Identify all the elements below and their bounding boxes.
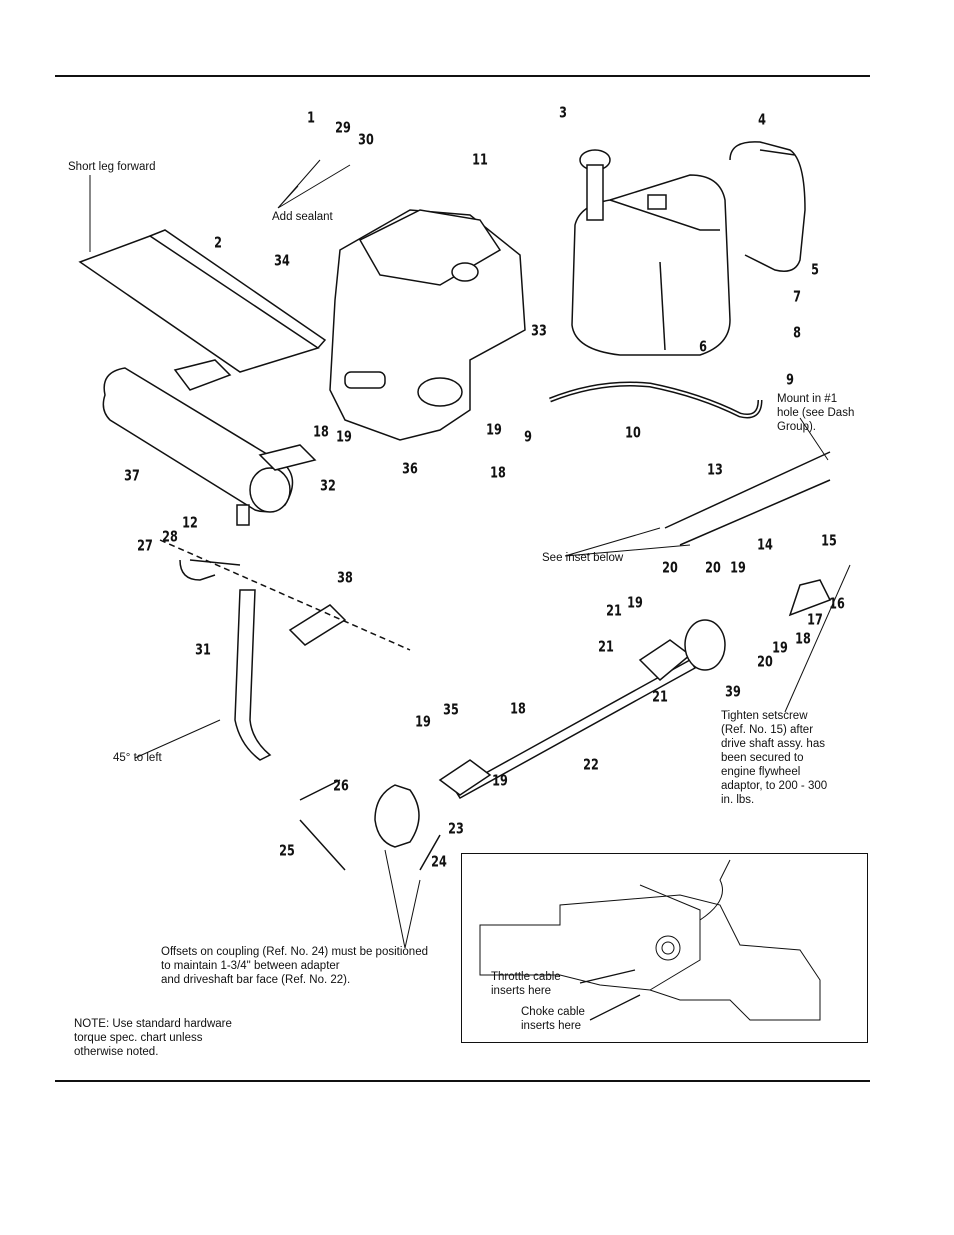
engine xyxy=(329,209,526,441)
bracket xyxy=(288,604,347,646)
callout: 34 xyxy=(274,251,290,270)
callout: 18 xyxy=(510,699,526,718)
callout: 29 xyxy=(335,118,351,137)
callout: 19 xyxy=(415,712,431,731)
callout: 11 xyxy=(472,150,488,169)
callout: 7 xyxy=(793,287,801,306)
note-add-sealant: Add sealant xyxy=(272,211,333,223)
tank-strap xyxy=(729,141,806,272)
callout: 9 xyxy=(786,370,794,389)
inset-panel xyxy=(461,853,868,1043)
callout: 24 xyxy=(431,852,447,871)
callout: 32 xyxy=(320,476,336,495)
callout: 10 xyxy=(625,423,641,442)
note-choke-cable: Choke cable inserts here xyxy=(521,1006,585,1032)
note-see-inset: See inset below xyxy=(542,552,624,564)
callout: 3 xyxy=(559,103,567,122)
callout: 18 xyxy=(795,629,811,648)
callout: 16 xyxy=(829,594,845,613)
callout: 18 xyxy=(490,463,506,482)
throttle-cable xyxy=(664,451,831,529)
callout: 17 xyxy=(807,610,823,629)
callout: 13 xyxy=(707,460,723,479)
callout: 26 xyxy=(333,776,349,795)
callout: 5 xyxy=(811,260,819,279)
callout: 19 xyxy=(486,420,502,439)
callout: 1 xyxy=(307,108,315,127)
choke-cable xyxy=(679,479,831,546)
callout: 19 xyxy=(772,638,788,657)
callout: 9 xyxy=(524,427,532,446)
callout: 31 xyxy=(195,640,211,659)
note-mount: Mount in #1 hole (see Dash Group). xyxy=(777,393,855,433)
callout: 25 xyxy=(279,841,295,860)
callout: 12 xyxy=(182,513,198,532)
fuel-tank xyxy=(571,174,731,356)
callout: 23 xyxy=(448,819,464,838)
drive-shaft xyxy=(453,658,697,800)
callout: 21 xyxy=(652,687,668,706)
muffler xyxy=(102,359,317,526)
callout: 19 xyxy=(730,558,746,577)
callout: 14 xyxy=(757,535,773,554)
callout: 2 xyxy=(214,233,222,252)
note-offsets: Offsets on coupling (Ref. No. 24) must b… xyxy=(161,946,428,986)
callout: 6 xyxy=(699,337,707,356)
callout: 37 xyxy=(124,466,140,485)
callout: 39 xyxy=(725,682,741,701)
bottom-rule xyxy=(55,1080,870,1082)
callout: 8 xyxy=(793,323,801,342)
note-torque: NOTE: Use standard hardware torque spec.… xyxy=(74,1018,232,1058)
callout: 33 xyxy=(531,321,547,340)
callout: 30 xyxy=(358,130,374,149)
callout: 4 xyxy=(758,110,766,129)
callout: 20 xyxy=(662,558,678,577)
callout: 36 xyxy=(402,459,418,478)
inset-drawing xyxy=(479,859,821,1021)
fuel-cap xyxy=(579,149,611,221)
note-throttle-cable: Throttle cable inserts here xyxy=(491,971,561,997)
callout: 28 xyxy=(162,527,178,546)
coupling xyxy=(374,784,420,848)
callout: 38 xyxy=(337,568,353,587)
callout: 27 xyxy=(137,536,153,555)
callout: 21 xyxy=(606,601,622,620)
callout: 21 xyxy=(598,637,614,656)
note-45-degrees: 45° to left xyxy=(113,752,162,764)
fuel-line xyxy=(549,381,763,419)
note-short-leg: Short leg forward xyxy=(68,161,156,173)
callout: 20 xyxy=(705,558,721,577)
callout: 20 xyxy=(757,652,773,671)
callout: 19 xyxy=(492,771,508,790)
callout: 22 xyxy=(583,755,599,774)
exhaust-pipe xyxy=(234,589,272,761)
flywheel-adaptor xyxy=(684,619,726,671)
callout: 19 xyxy=(627,593,643,612)
callout: 15 xyxy=(821,531,837,550)
callout: 19 xyxy=(336,427,352,446)
note-setscrew: Tighten setscrew (Ref. No. 15) after dri… xyxy=(721,710,828,806)
top-rule xyxy=(55,75,870,77)
callout: 18 xyxy=(313,422,329,441)
callout: 35 xyxy=(443,700,459,719)
